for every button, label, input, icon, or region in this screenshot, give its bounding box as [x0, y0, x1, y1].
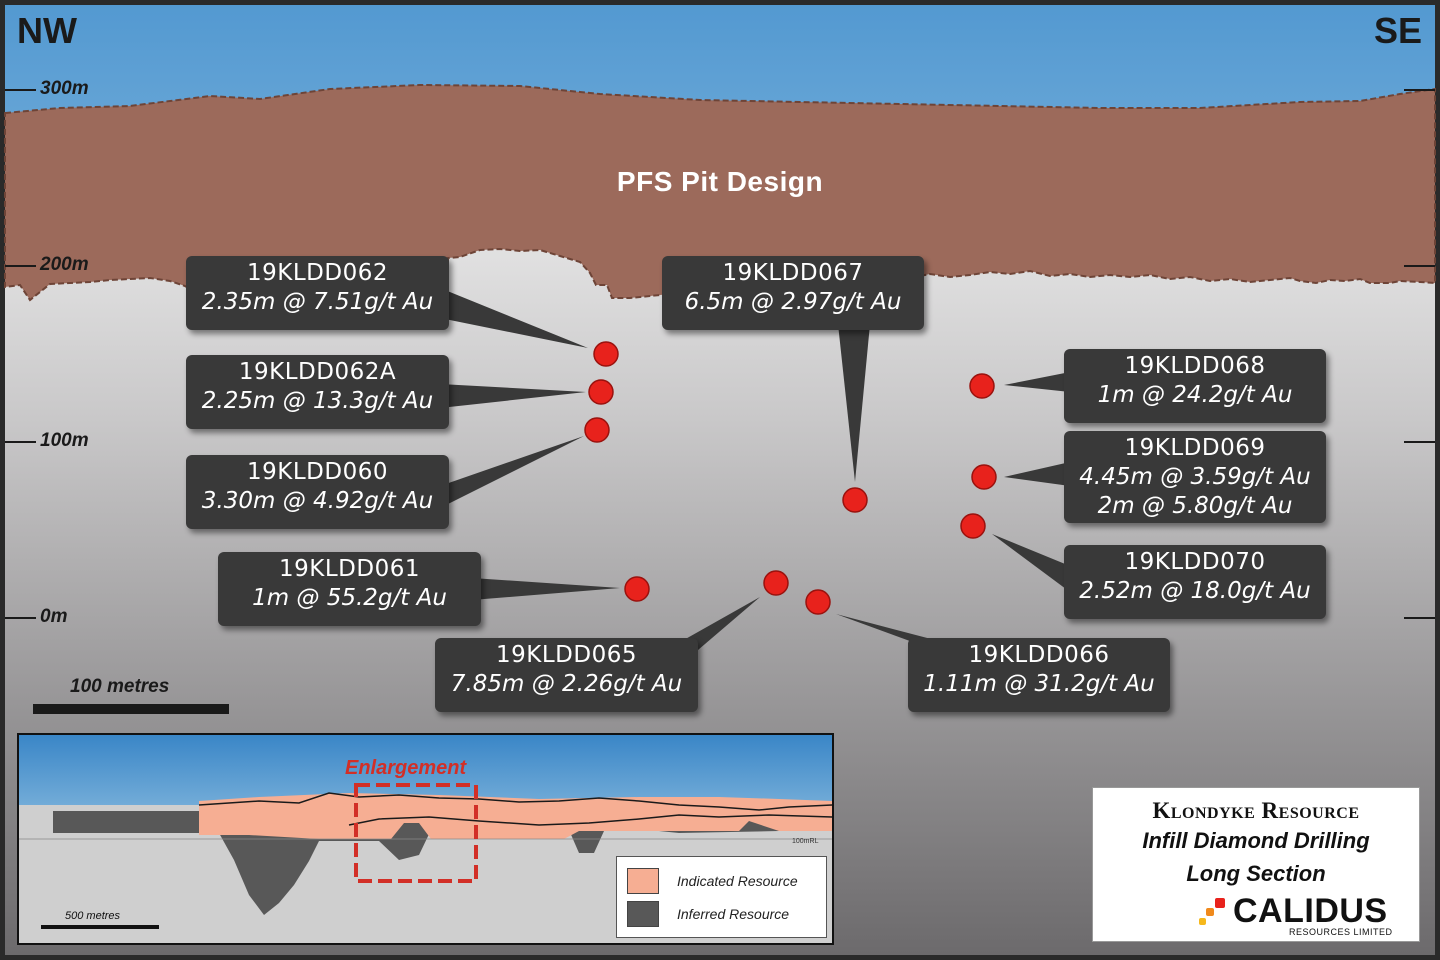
- callout-19kldd060: 19KLDD060 3.30m @ 4.92g/t Au: [186, 455, 449, 529]
- direction-nw: NW: [17, 10, 77, 51]
- pit-design-label: PFS Pit Design: [616, 166, 824, 197]
- callout-hole-id: 19KLDD066: [968, 642, 1110, 668]
- legend-swatch-indicated: [627, 868, 659, 894]
- legend-swatch-inferred: [627, 901, 659, 927]
- callout-19kldd066: 19KLDD066 1.11m @ 31.2g/t Au: [908, 638, 1170, 712]
- inset-overview: Enlargement 100mRL 500 metres Indicated …: [17, 733, 834, 945]
- intercept-marker: [971, 464, 997, 490]
- scale-bar: [33, 704, 229, 714]
- callout-interval: 1m @ 55.2g/t Au: [252, 585, 447, 611]
- elevation-100m: 100m: [40, 430, 89, 451]
- intercept-marker: [588, 379, 614, 405]
- callout-19kldd062a: 19KLDD062A 2.25m @ 13.3g/t Au: [186, 355, 449, 429]
- callout-19kldd062: 19KLDD062 2.35m @ 7.51g/t Au: [186, 256, 449, 330]
- callout-hole-id: 19KLDD060: [247, 459, 388, 485]
- title-block: Klondyke Resource Infill Diamond Drillin…: [1092, 787, 1420, 942]
- callout-interval: 2.25m @ 13.3g/t Au: [201, 388, 434, 414]
- callout-19kldd067: 19KLDD067 6.5m @ 2.97g/t Au: [662, 256, 924, 330]
- callout-hole-id: 19KLDD067: [722, 260, 864, 286]
- pit-outline-inset: [198, 792, 832, 811]
- callout-hole-id: 19KLDD062: [247, 260, 388, 286]
- title-line-2: Infill Diamond Drilling: [1142, 828, 1370, 853]
- callout-interval-2: 2m @ 5.80g/t Au: [1097, 493, 1293, 519]
- callout-interval: 2.35m @ 7.51g/t Au: [201, 289, 434, 315]
- intercept-marker: [593, 341, 619, 367]
- callout-interval: 3.30m @ 4.92g/t Au: [201, 488, 434, 514]
- callout-hole-id: 19KLDD070: [1124, 549, 1266, 575]
- callout-hole-id: 19KLDD061: [279, 556, 420, 582]
- intercept-markers: [584, 341, 997, 615]
- callout-interval: 6.5m @ 2.97g/t Au: [684, 289, 902, 315]
- calidus-logo-icon: [1199, 898, 1225, 925]
- callout-hole-id: 19KLDD068: [1124, 353, 1266, 379]
- inset-canvas: [19, 783, 832, 943]
- callout-19kldd069: 19KLDD069 4.45m @ 3.59g/t Au 2m @ 5.80g/…: [1064, 431, 1326, 523]
- callout-interval: 7.85m @ 2.26g/t Au: [450, 671, 683, 697]
- legend-item-indicated: Indicated Resource: [627, 868, 798, 894]
- callout-interval: 2.52m @ 18.0g/t Au: [1079, 578, 1311, 604]
- callout-interval: 4.45m @ 3.59g/t Au: [1079, 464, 1311, 490]
- enlargement-label: Enlargement: [345, 757, 467, 779]
- title-line-1: Klondyke Resource: [1152, 798, 1360, 823]
- legend: Indicated Resource Inferred Resource: [616, 856, 827, 938]
- callout-19kldd070: 19KLDD070 2.52m @ 18.0g/t Au: [1064, 545, 1326, 619]
- callout-hole-id: 19KLDD062A: [238, 359, 397, 385]
- intercept-marker: [842, 487, 868, 513]
- elevation-0m: 0m: [40, 606, 68, 627]
- callout-interval: 1m @ 24.2g/t Au: [1097, 382, 1293, 408]
- legend-item-inferred: Inferred Resource: [627, 901, 789, 927]
- title-line-3: Long Section: [1186, 861, 1326, 886]
- elevation-ticks: [5, 89, 1435, 619]
- intercept-marker: [624, 576, 650, 602]
- callout-19kldd061: 19KLDD061 1m @ 55.2g/t Au: [218, 552, 481, 626]
- intercept-marker: [805, 589, 831, 615]
- callout-hole-id: 19KLDD065: [496, 642, 637, 668]
- legend-label: Indicated Resource: [677, 873, 798, 889]
- logo-subtext: RESOURCES LIMITED: [1289, 927, 1393, 937]
- enlargement-box: [354, 783, 478, 883]
- elevation-200m: 200m: [40, 254, 89, 275]
- intercept-marker: [969, 373, 995, 399]
- scale-bar-label: 100 metres: [70, 676, 170, 697]
- intercept-marker: [960, 513, 986, 539]
- callout-hole-id: 19KLDD069: [1124, 435, 1266, 461]
- callout-19kldd068: 19KLDD068 1m @ 24.2g/t Au: [1064, 349, 1326, 423]
- inset-scale-label: 500 metres: [65, 910, 121, 922]
- elevation-300m: 300m: [40, 78, 89, 99]
- callout-pointers: [440, 288, 1070, 650]
- callout-19kldd065: 19KLDD065 7.85m @ 2.26g/t Au: [435, 638, 698, 712]
- inset-scale-bar: [41, 925, 159, 929]
- legend-label: Inferred Resource: [677, 906, 790, 922]
- logo-wordmark: CALIDUS: [1233, 892, 1388, 930]
- callout-interval: 1.11m @ 31.2g/t Au: [923, 671, 1155, 697]
- intercept-marker: [763, 570, 789, 596]
- direction-se: SE: [1373, 10, 1422, 51]
- reference-level-label: 100mRL: [792, 838, 819, 845]
- intercept-marker: [584, 417, 610, 443]
